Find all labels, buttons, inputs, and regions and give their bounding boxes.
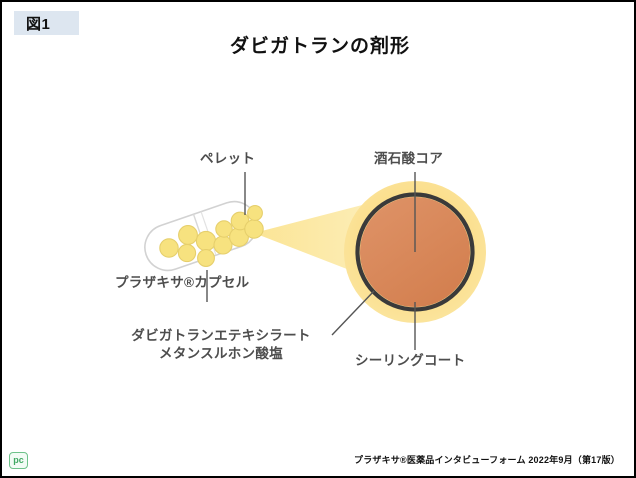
- figure-number-label: 図1: [26, 15, 51, 33]
- footer-source-note: プラザキサ®医薬品インタビューフォーム 2022年9月（第17版）: [354, 455, 620, 465]
- leader-line-dabigatran: [331, 290, 375, 336]
- capsule-illustration: [144, 172, 264, 302]
- label-tartaric-core: 酒石酸コア: [374, 151, 443, 166]
- label-dabigatran-line2: メタンスルホン酸塩: [159, 346, 283, 362]
- label-dabigatran-mesilate: ダビガトランエテキシラート メタンスルホン酸塩: [112, 327, 330, 363]
- pellet: [215, 220, 233, 238]
- label-dabigatran-line1: ダビガトランエテキシラート: [131, 328, 311, 343]
- label-sealing-coat: シーリングコート: [355, 353, 466, 368]
- figure-number-badge: 図1: [14, 11, 79, 35]
- pellet: [195, 230, 217, 252]
- pellet: [177, 243, 197, 263]
- pc-logo-icon: pc: [9, 452, 28, 469]
- label-capsule: プラザキサ®カプセル: [115, 275, 250, 290]
- pc-logo-text: pc: [13, 455, 24, 465]
- pellet: [247, 205, 263, 221]
- pellet: [159, 238, 179, 258]
- pellet: [244, 219, 264, 239]
- label-pellet: ペレット: [200, 151, 256, 166]
- pellet-group: [159, 205, 264, 267]
- pellet: [197, 249, 215, 267]
- figure-title: ダビガトランの剤形: [229, 36, 410, 57]
- pellet: [178, 225, 198, 245]
